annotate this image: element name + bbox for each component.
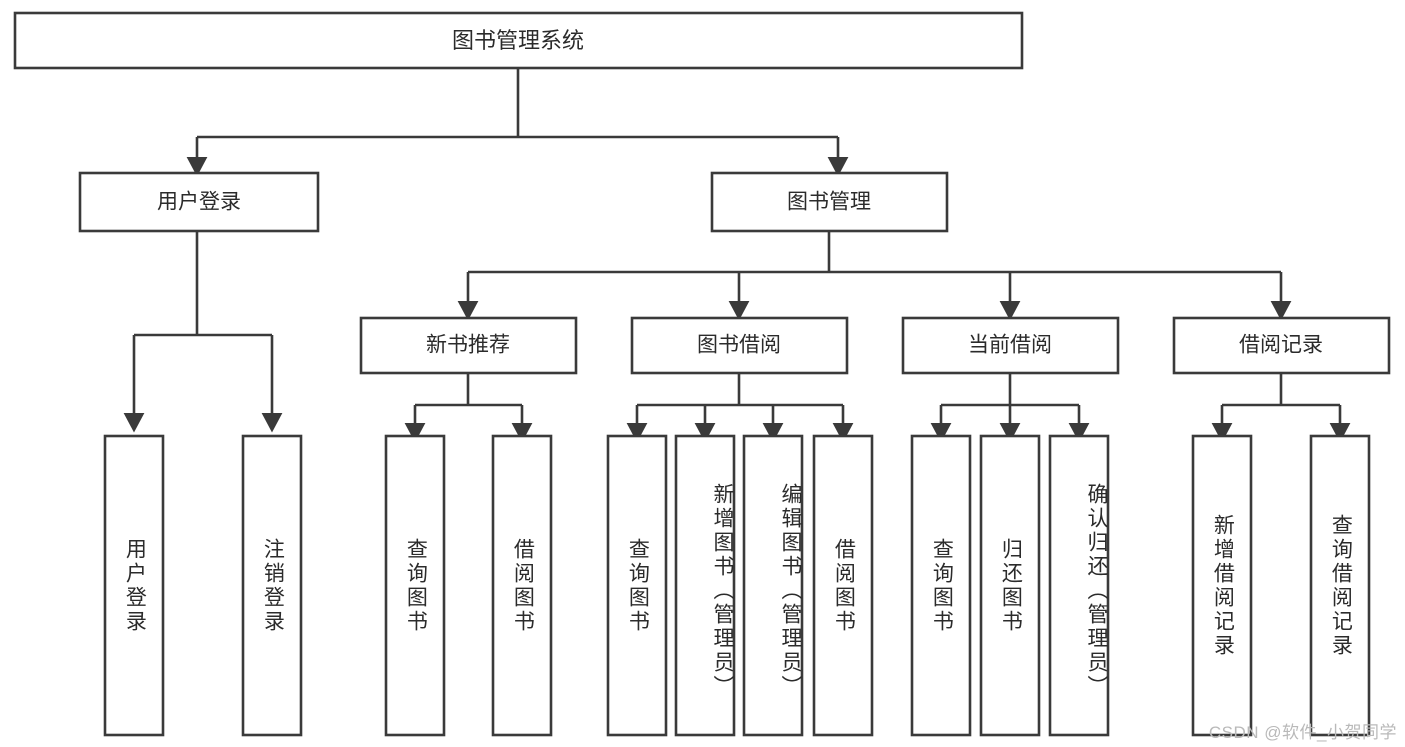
leaf-box-borrow-book-1[interactable] xyxy=(491,434,553,737)
leaf-box-logout[interactable] xyxy=(241,434,303,737)
connector-group-current xyxy=(930,373,1090,443)
node-root[interactable]: 图书管理系统 xyxy=(13,11,1024,70)
node-book-borrow[interactable]: 图书借阅 xyxy=(630,316,849,375)
node-book-manage-label: 图书管理 xyxy=(787,191,871,214)
leaf-box-edit-book-admin[interactable] xyxy=(742,434,804,737)
node-current-borrow[interactable]: 当前借阅 xyxy=(901,316,1120,375)
connector-group-new-book xyxy=(404,373,533,443)
node-borrow-record[interactable]: 借阅记录 xyxy=(1172,316,1391,375)
leaf-box-add-borrow-record[interactable] xyxy=(1191,434,1253,737)
node-book-borrow-box[interactable] xyxy=(630,316,849,375)
csdn-watermark: CSDN @软件_小贺同学 xyxy=(1208,723,1397,742)
node-user-login-box[interactable] xyxy=(78,171,320,233)
node-current-borrow-box[interactable] xyxy=(901,316,1120,375)
node-borrow-record-label: 借阅记录 xyxy=(1239,334,1323,357)
connector-group-root xyxy=(186,68,849,177)
node-new-book-recommend-box[interactable] xyxy=(359,316,578,375)
leaf-box-query-book-1[interactable] xyxy=(384,434,446,737)
node-borrow-record-box[interactable] xyxy=(1172,316,1391,375)
node-user-login[interactable]: 用户登录 xyxy=(78,171,320,233)
leaf-box-add-book-admin[interactable] xyxy=(674,434,736,737)
node-new-book-recommend[interactable]: 新书推荐 xyxy=(359,316,578,375)
node-new-book-recommend-label: 新书推荐 xyxy=(426,334,510,357)
node-book-manage-box[interactable] xyxy=(710,171,949,233)
node-user-login-label: 用户登录 xyxy=(157,191,241,214)
leaf-box-query-book-3[interactable] xyxy=(910,434,972,737)
leaf-box-confirm-return-admin[interactable] xyxy=(1048,434,1110,737)
connector-group-user-login xyxy=(123,231,283,433)
leaf-box-borrow-book-2[interactable] xyxy=(812,434,874,737)
connector-group-book-manage xyxy=(457,231,1292,321)
connector-group-record xyxy=(1211,373,1351,443)
leaf-box-query-book-2[interactable] xyxy=(606,434,668,737)
node-root-box[interactable] xyxy=(13,11,1024,70)
node-current-borrow-label: 当前借阅 xyxy=(968,334,1052,357)
connector-group-borrow xyxy=(626,373,854,443)
leaf-box-user-login[interactable] xyxy=(103,434,165,737)
node-book-manage[interactable]: 图书管理 xyxy=(710,171,949,233)
leaf-box-return-book[interactable] xyxy=(979,434,1041,737)
node-root-label: 图书管理系统 xyxy=(452,28,584,53)
node-book-borrow-label: 图书借阅 xyxy=(697,334,781,357)
leaf-box-query-borrow-record[interactable] xyxy=(1309,434,1371,737)
